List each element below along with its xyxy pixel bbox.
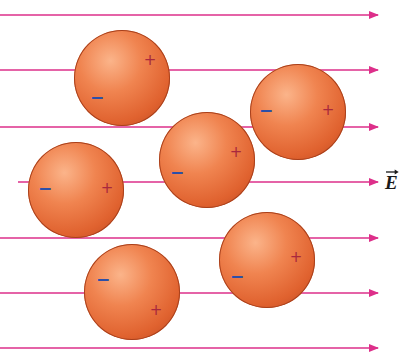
negative-sign: − — [170, 164, 184, 181]
field-line-group — [0, 15, 378, 348]
positive-sign: + — [144, 53, 157, 68]
charged-sphere: −+ — [250, 64, 346, 160]
field-line — [0, 292, 378, 294]
charged-sphere: −+ — [28, 142, 124, 238]
positive-sign: + — [322, 103, 335, 118]
negative-sign: − — [96, 271, 110, 288]
positive-sign: + — [101, 181, 114, 196]
charged-sphere: −+ — [219, 212, 315, 308]
negative-sign: − — [259, 102, 273, 119]
charged-sphere: −+ — [159, 112, 255, 208]
field-line — [0, 347, 378, 349]
negative-sign: − — [90, 89, 104, 106]
positive-sign: + — [230, 145, 243, 160]
charged-sphere: −+ — [74, 30, 170, 126]
negative-sign: − — [38, 180, 52, 197]
field-line — [0, 14, 378, 16]
charged-sphere: −+ — [84, 244, 180, 340]
positive-sign: + — [150, 303, 163, 318]
positive-sign: + — [290, 250, 303, 265]
field-label: E — [385, 173, 398, 192]
negative-sign: − — [230, 268, 244, 285]
field-line — [0, 237, 378, 239]
